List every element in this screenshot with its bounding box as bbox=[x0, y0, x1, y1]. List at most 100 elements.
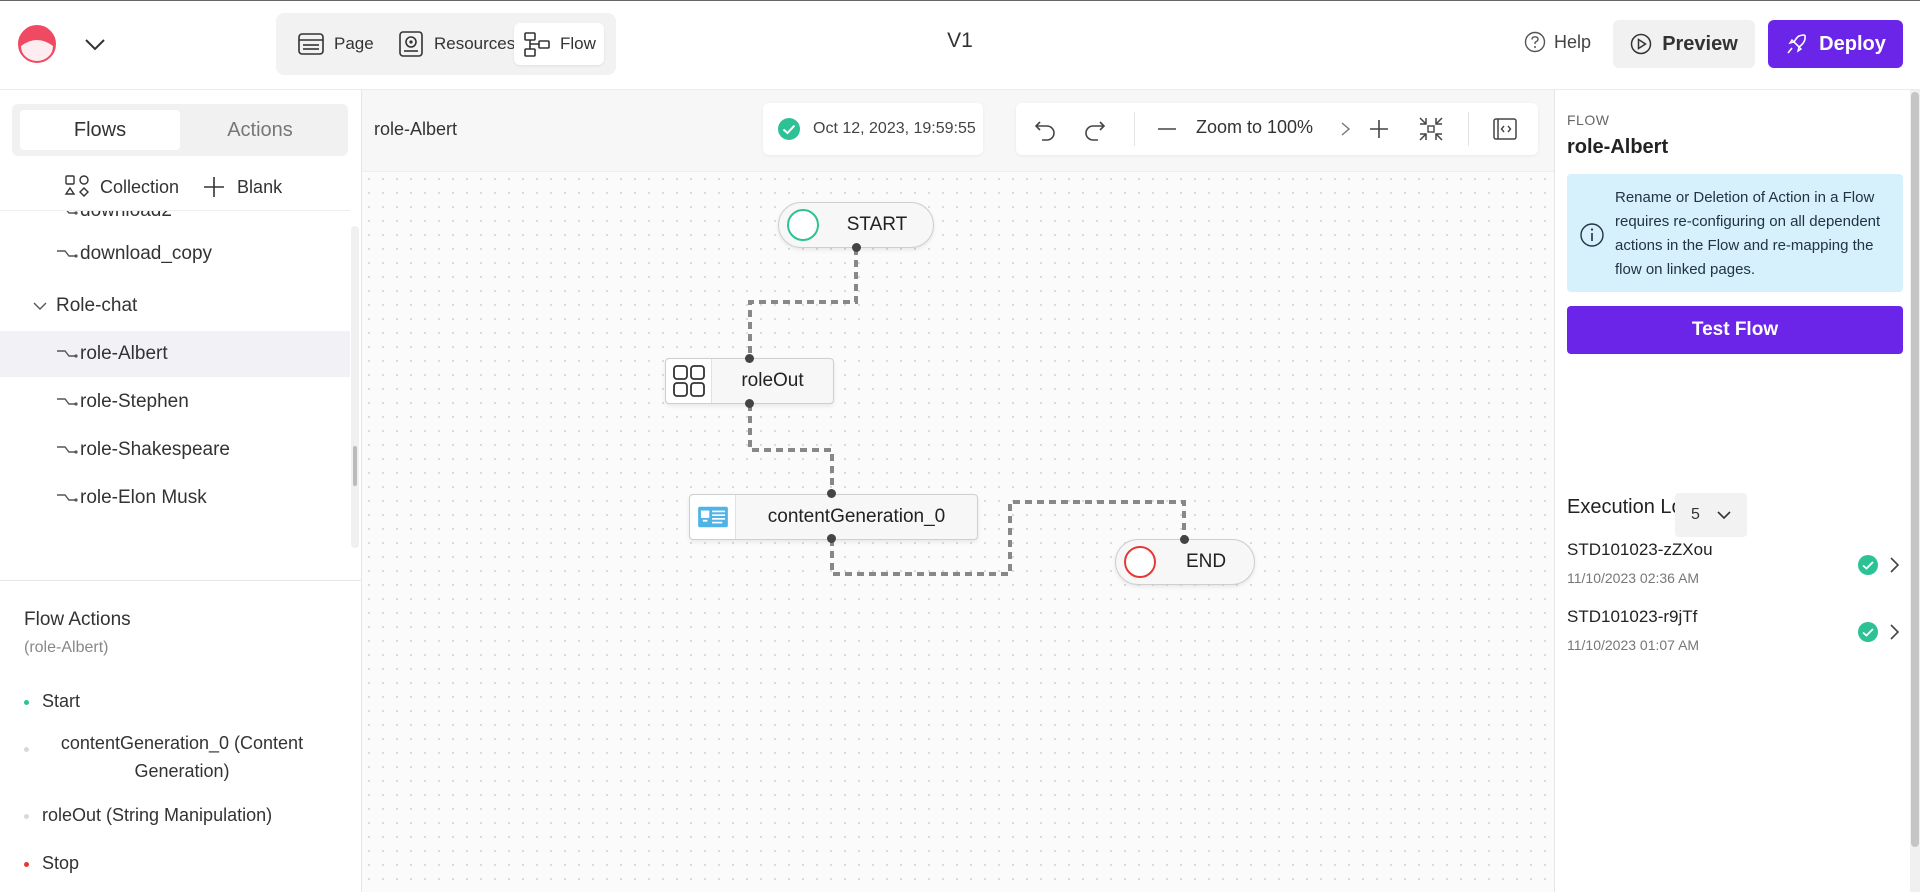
redo-icon bbox=[1085, 121, 1106, 141]
start-node-label: START bbox=[846, 214, 908, 235]
flow-action-content-generation[interactable]: contentGeneration_0 (Content Generation) bbox=[24, 729, 334, 785]
chevron-right-icon bbox=[1890, 557, 1900, 573]
flow-item-icon bbox=[57, 494, 78, 502]
chevron-down-icon bbox=[33, 302, 47, 310]
flow-action-stop[interactable]: Stop bbox=[24, 853, 79, 874]
zoom-out-button[interactable] bbox=[1152, 114, 1182, 144]
flow-action-label: Stop bbox=[42, 853, 80, 873]
preview-button[interactable]: Preview bbox=[1613, 20, 1755, 68]
code-icon bbox=[1493, 118, 1517, 140]
tree-item-role-shakespeare[interactable]: role-Shakespeare bbox=[0, 427, 350, 473]
content-generation-out-port[interactable] bbox=[827, 534, 836, 543]
test-flow-button[interactable]: Test Flow bbox=[1567, 306, 1903, 354]
tree-folder-role-chat[interactable]: Role-chat bbox=[0, 283, 350, 329]
undo-button[interactable] bbox=[1030, 114, 1060, 144]
mode-page-button[interactable]: Page bbox=[288, 23, 382, 65]
tree-item-label: role-Elon Musk bbox=[80, 487, 207, 508]
status-dot bbox=[24, 814, 29, 819]
tree-folder-label: Role-chat bbox=[56, 295, 138, 316]
tree-item-role-stephen[interactable]: role-Stephen bbox=[0, 379, 350, 425]
flow-action-label: Start bbox=[42, 691, 81, 711]
start-node[interactable]: START bbox=[778, 202, 934, 248]
zoom-level-label[interactable]: Zoom to 100% bbox=[1196, 117, 1314, 137]
redo-button[interactable] bbox=[1080, 114, 1110, 144]
flow-item-icon bbox=[57, 350, 78, 358]
end-in-port[interactable] bbox=[1180, 535, 1189, 544]
log-count-select[interactable]: 5 bbox=[1675, 493, 1747, 537]
fit-screen-icon bbox=[1419, 117, 1443, 141]
left-sidebar: Flows Actions Collection Blank download2 bbox=[0, 90, 362, 892]
flow-item-icon bbox=[57, 250, 78, 258]
string-manipulation-icon bbox=[666, 359, 712, 403]
app-logo-icon[interactable] bbox=[17, 24, 57, 64]
tree-item-role-albert[interactable]: role-Albert bbox=[0, 331, 350, 377]
add-blank-button[interactable]: Blank bbox=[201, 174, 282, 200]
status-dot bbox=[24, 747, 29, 752]
toolbar-divider bbox=[1468, 112, 1469, 146]
zoom-in-button[interactable] bbox=[1364, 114, 1394, 144]
save-status: Oct 12, 2023, 19:59:55 bbox=[763, 103, 983, 155]
help-icon bbox=[1524, 31, 1546, 53]
deploy-button[interactable]: Deploy bbox=[1768, 20, 1903, 68]
code-view-button[interactable] bbox=[1490, 114, 1520, 144]
add-collection-label: Collection bbox=[100, 176, 180, 197]
flow-action-label: contentGeneration_0 (Content Generation) bbox=[60, 733, 304, 781]
mode-resources-button[interactable]: Resources bbox=[388, 23, 523, 65]
start-out-port[interactable] bbox=[852, 243, 861, 252]
flow-actions-title: Flow Actions bbox=[24, 609, 131, 630]
log-id: STD101023-r9jTf bbox=[1567, 607, 1698, 626]
status-dot bbox=[24, 862, 29, 867]
tab-actions[interactable]: Actions bbox=[227, 118, 293, 141]
flow-item-icon bbox=[57, 446, 78, 454]
mode-flow-label: Flow bbox=[560, 34, 596, 53]
zoom-menu-button[interactable] bbox=[1336, 114, 1356, 144]
roleout-in-port[interactable] bbox=[745, 354, 754, 363]
flow-canvas[interactable]: START roleOut co bbox=[362, 172, 1554, 892]
roleout-node[interactable]: roleOut bbox=[665, 358, 834, 404]
roleout-out-port[interactable] bbox=[745, 399, 754, 408]
chevron-down-icon bbox=[1717, 511, 1731, 520]
log-row[interactable]: STD101023-zZXou 11/10/2023 02:36 AM bbox=[1567, 540, 1907, 596]
status-dot bbox=[24, 700, 29, 705]
content-generation-node[interactable]: contentGeneration_0 bbox=[689, 494, 978, 540]
tree-item-label: role-Stephen bbox=[80, 391, 189, 412]
chevron-down-icon[interactable] bbox=[82, 31, 108, 57]
flow-action-roleout[interactable]: roleOut (String Manipulation) bbox=[24, 805, 272, 826]
canvas-toolbar: Zoom to 100% bbox=[1016, 103, 1538, 155]
tab-flows[interactable]: Flows bbox=[20, 110, 180, 150]
top-bar: Page Resources Flow V1 bbox=[0, 0, 1920, 90]
tree-scrollbar-thumb[interactable] bbox=[353, 446, 357, 486]
right-panel: FLOW role-Albert Rename or Deletion of A… bbox=[1554, 90, 1920, 892]
chevron-right-icon bbox=[1341, 122, 1351, 136]
fit-view-button[interactable] bbox=[1416, 114, 1446, 144]
page-icon bbox=[298, 33, 324, 55]
info-banner: Rename or Deletion of Action in a Flow r… bbox=[1567, 174, 1903, 292]
info-text: Rename or Deletion of Action in a Flow r… bbox=[1615, 189, 1881, 278]
flow-tree: download2 download_copy Role-chat role-A… bbox=[0, 210, 350, 555]
log-row[interactable]: STD101023-r9jTf 11/10/2023 01:07 AM bbox=[1567, 607, 1907, 663]
flow-action-start[interactable]: Start bbox=[24, 691, 80, 712]
page-scrollbar[interactable] bbox=[1910, 90, 1920, 892]
end-circle-icon bbox=[1124, 546, 1156, 578]
mode-flow-button[interactable]: Flow bbox=[514, 23, 604, 65]
plus-icon bbox=[1370, 120, 1388, 138]
tree-item-label: role-Albert bbox=[80, 343, 168, 364]
tree-item-download-copy[interactable]: download_copy bbox=[0, 231, 350, 277]
help-button[interactable]: Help bbox=[1524, 31, 1591, 53]
check-circle-icon bbox=[778, 118, 800, 140]
content-generation-node-label: contentGeneration_0 bbox=[767, 506, 946, 527]
content-generation-in-port[interactable] bbox=[827, 489, 836, 498]
tree-scrollbar[interactable] bbox=[351, 226, 359, 548]
page-scrollbar-thumb[interactable] bbox=[1911, 92, 1919, 847]
panel-title: role-Albert bbox=[1567, 136, 1669, 158]
end-node[interactable]: END bbox=[1115, 539, 1255, 585]
resources-gear-icon bbox=[399, 31, 423, 57]
mode-switcher: Page Resources Flow bbox=[276, 13, 616, 75]
execution-log-title: Execution Log bbox=[1567, 496, 1694, 518]
version-label[interactable]: V1 bbox=[947, 29, 973, 52]
add-collection-button[interactable]: Collection bbox=[64, 174, 179, 200]
flow-actions-section: Flow Actions (role-Albert) Start content… bbox=[0, 580, 362, 892]
tree-item-download2[interactable]: download2 bbox=[0, 211, 350, 227]
tree-item-role-elon-musk[interactable]: role-Elon Musk bbox=[0, 475, 350, 521]
end-node-label: END bbox=[1185, 551, 1227, 572]
